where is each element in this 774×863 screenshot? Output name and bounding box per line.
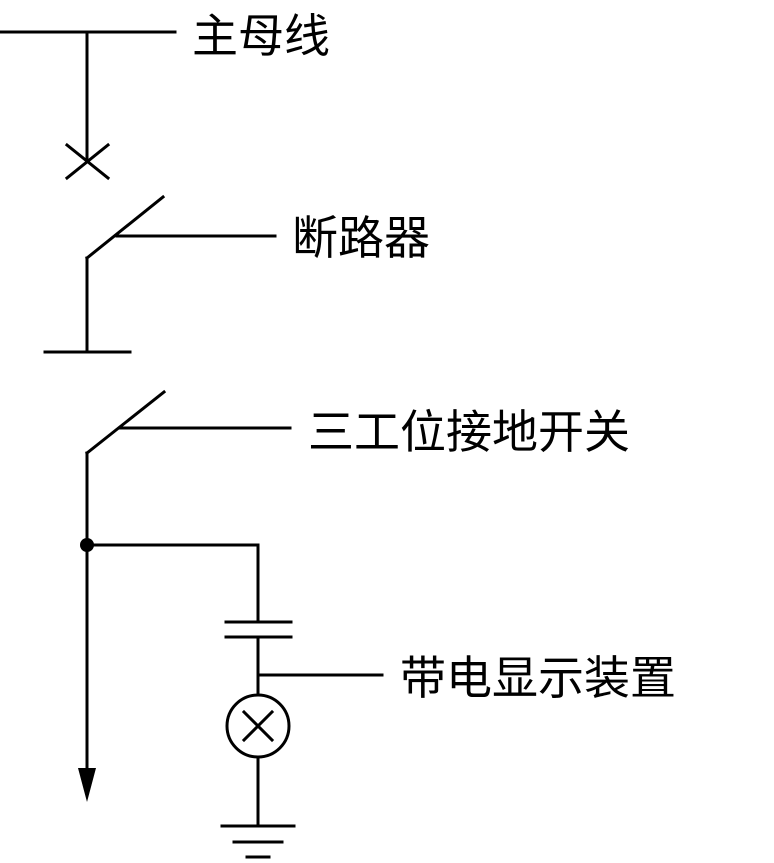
disconnect-x-symbol xyxy=(64,142,111,181)
capacitor-symbol xyxy=(224,620,293,639)
main-busbar-label: 主母线 xyxy=(192,9,330,63)
display-branch-wire xyxy=(85,543,260,624)
outgoing-arrow-icon xyxy=(78,768,96,802)
circuit-breaker-symbol xyxy=(43,194,166,354)
circuit-breaker-label: 断路器 xyxy=(292,211,430,265)
three-position-earthing-switch-symbol xyxy=(84,389,167,547)
indicator-lamp-icon xyxy=(225,693,291,759)
ground-icon xyxy=(220,824,296,859)
live-display-device-label: 带电显示装置 xyxy=(400,651,676,705)
earthing-switch-label: 三工位接地开关 xyxy=(308,405,630,459)
